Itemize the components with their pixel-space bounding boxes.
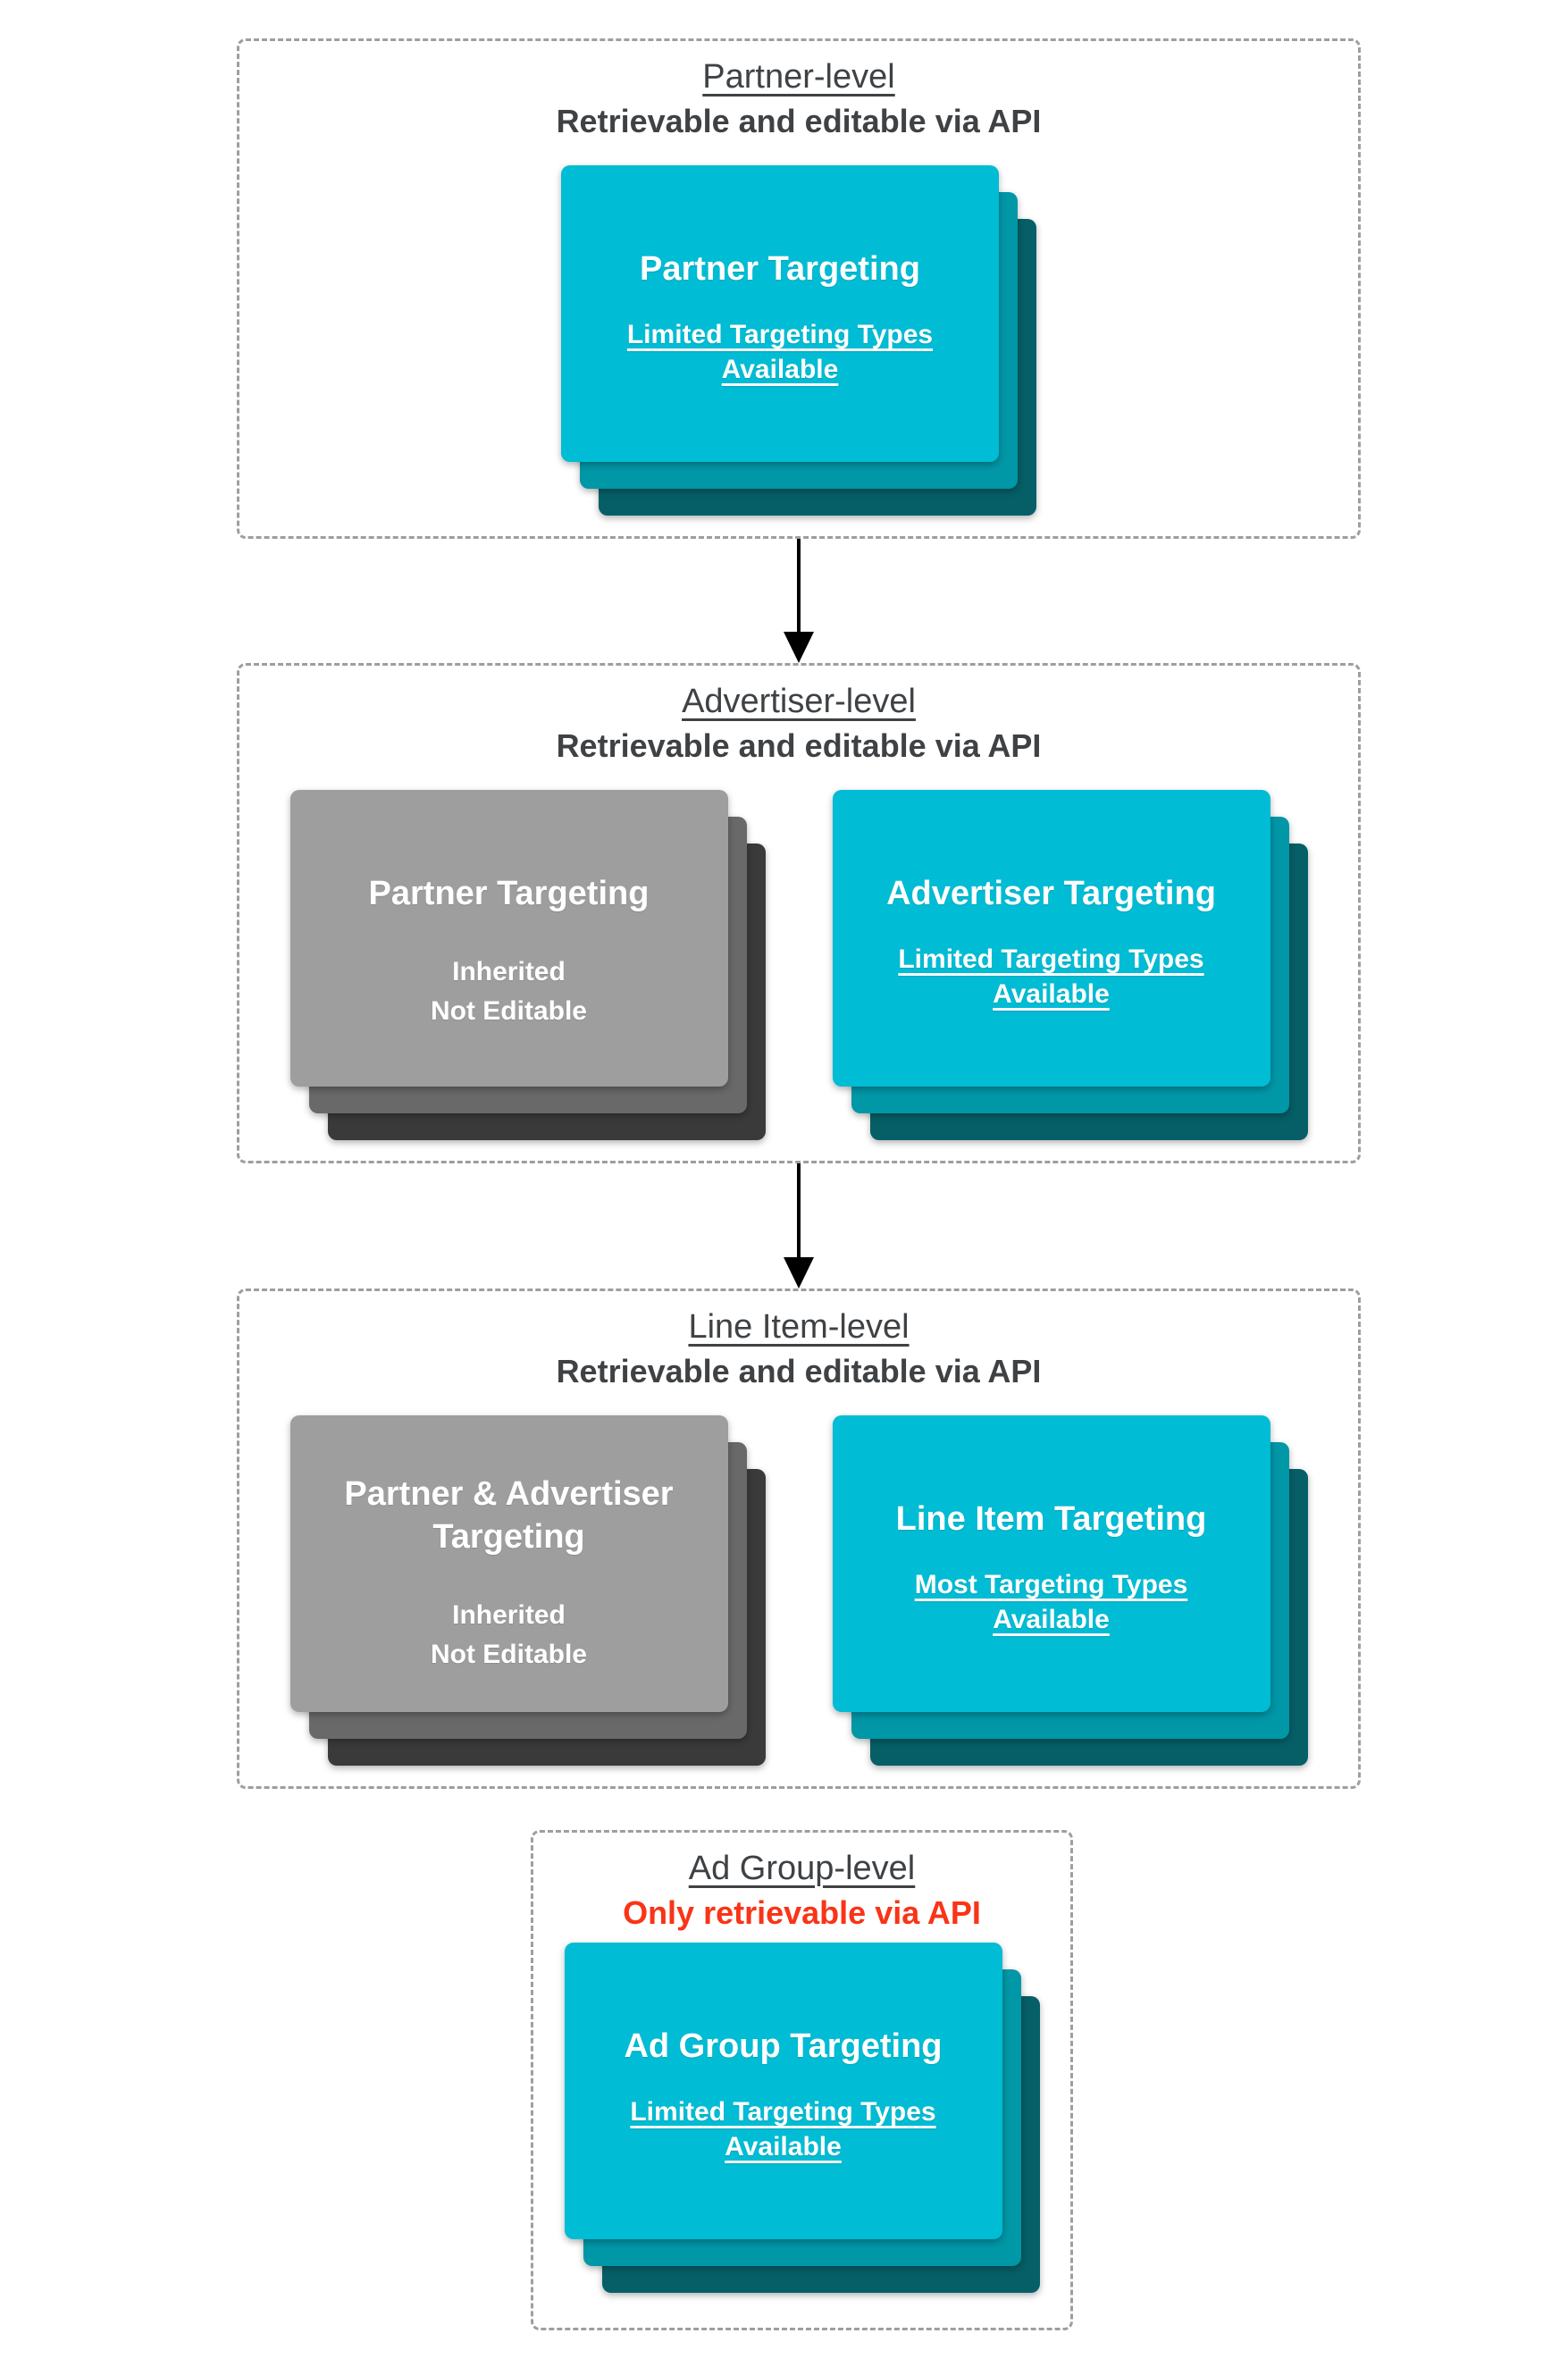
- card-heading-line: Advertiser Targeting: [886, 875, 1216, 912]
- card-heading-line: Partner & Advertiser: [344, 1475, 674, 1513]
- card-heading-line: Line Item Targeting: [895, 1500, 1207, 1538]
- card-heading-line: Targeting: [432, 1518, 585, 1556]
- card-heading-line: Partner Targeting: [368, 875, 650, 912]
- cards-row: Partner Targeting Inherited Not Editable…: [239, 790, 1358, 1140]
- card-subtext: Most Targeting Types Available: [915, 1567, 1188, 1637]
- card-line-item-targeting: Line Item Targeting Most Targeting Types…: [832, 1415, 1270, 1712]
- card-advertiser-targeting: Advertiser Targeting Limited Targeting T…: [832, 790, 1270, 1087]
- card-heading: Partner Targeting: [640, 248, 920, 290]
- card-subtext-line: Inherited: [452, 1600, 566, 1630]
- card-ad-group-targeting: Ad Group Targeting Limited Targeting Typ…: [564, 1943, 1002, 2239]
- card-subtext: Limited Targeting Types Available: [898, 942, 1203, 1011]
- card-heading-line: Ad Group Targeting: [624, 2027, 943, 2065]
- cards-row: Ad Group Targeting Limited Targeting Typ…: [533, 1943, 1070, 2293]
- card-heading: Partner & Advertiser Targeting: [344, 1473, 673, 1558]
- card-stack-partner-advertiser-targeting: Partner & Advertiser Targeting Inherited…: [289, 1415, 766, 1766]
- section-title: Ad Group-level: [688, 1850, 916, 1887]
- section-partner-level: Partner-level Retrievable and editable v…: [237, 38, 1361, 539]
- section-subtitle: Only retrievable via API: [623, 1894, 981, 1931]
- card-subtext-line: Available: [725, 2132, 842, 2161]
- card-subtext-line: Limited Targeting Types: [626, 320, 934, 349]
- section-subtitle: Retrievable and editable via API: [556, 103, 1042, 139]
- card-subtext-line: Limited Targeting Types: [898, 944, 1204, 974]
- card-subtext: Inherited Not Editable: [431, 1596, 587, 1675]
- card-heading: Partner Targeting: [369, 872, 650, 915]
- arrow-head: [784, 632, 814, 663]
- card-partner-advertiser-targeting: Partner & Advertiser Targeting Inherited…: [289, 1415, 728, 1712]
- card-subtext-line: Limited Targeting Types: [630, 2097, 936, 2127]
- section-line-item-level: Line Item-level Retrievable and editable…: [237, 1288, 1361, 1789]
- card-subtext-line: Inherited: [452, 957, 566, 986]
- card-subtext-line: Available: [993, 1605, 1110, 1634]
- section-ad-group-level: Ad Group-level Only retrievable via API …: [531, 1830, 1073, 2330]
- card-stack-ad-group-targeting: Ad Group Targeting Limited Targeting Typ…: [564, 1943, 1040, 2293]
- cards-row: Partner Targeting Limited Targeting Type…: [239, 165, 1358, 516]
- card-stack-advertiser-targeting: Advertiser Targeting Limited Targeting T…: [832, 790, 1308, 1140]
- card-subtext: Limited Targeting Types Available: [630, 2094, 935, 2164]
- card-heading: Line Item Targeting: [896, 1498, 1207, 1540]
- arrow-shaft: [797, 1163, 801, 1258]
- card-stack-line-item-targeting: Line Item Targeting Most Targeting Types…: [832, 1415, 1308, 1766]
- section-title: Partner-level: [702, 58, 895, 96]
- section-advertiser-level: Advertiser-level Retrievable and editabl…: [237, 663, 1361, 1163]
- card-partner-targeting-inherited: Partner Targeting Inherited Not Editable: [289, 790, 728, 1087]
- card-partner-targeting: Partner Targeting Limited Targeting Type…: [561, 165, 999, 462]
- section-subtitle: Retrievable and editable via API: [556, 727, 1042, 764]
- card-heading-line: Partner Targeting: [640, 250, 920, 288]
- section-subtitle: Retrievable and editable via API: [556, 1353, 1042, 1389]
- connector-partner-to-advertiser: [237, 539, 1361, 663]
- card-stack-partner-targeting-inherited: Partner Targeting Inherited Not Editable: [289, 790, 766, 1140]
- cards-row: Partner & Advertiser Targeting Inherited…: [239, 1415, 1358, 1766]
- section-title: Line Item-level: [688, 1308, 910, 1346]
- card-heading: Ad Group Targeting: [624, 2025, 942, 2068]
- card-subtext-line: Not Editable: [430, 996, 587, 1026]
- arrow-shaft: [797, 539, 801, 633]
- down-arrow-icon: [784, 1163, 814, 1288]
- card-stack-partner-targeting: Partner Targeting Limited Targeting Type…: [561, 165, 1036, 516]
- card-subtext-line: Not Editable: [430, 1640, 587, 1669]
- card-heading: Advertiser Targeting: [886, 872, 1216, 915]
- section-title: Advertiser-level: [682, 683, 916, 720]
- card-subtext: Limited Targeting Types Available: [627, 317, 933, 387]
- down-arrow-icon: [784, 539, 814, 663]
- card-subtext-line: Most Targeting Types: [914, 1570, 1188, 1599]
- arrow-head: [784, 1257, 814, 1288]
- card-subtext-line: Available: [993, 979, 1110, 1009]
- card-subtext: Inherited Not Editable: [431, 953, 587, 1031]
- connector-advertiser-to-line-item: [237, 1163, 1361, 1288]
- card-subtext-line: Available: [721, 355, 839, 384]
